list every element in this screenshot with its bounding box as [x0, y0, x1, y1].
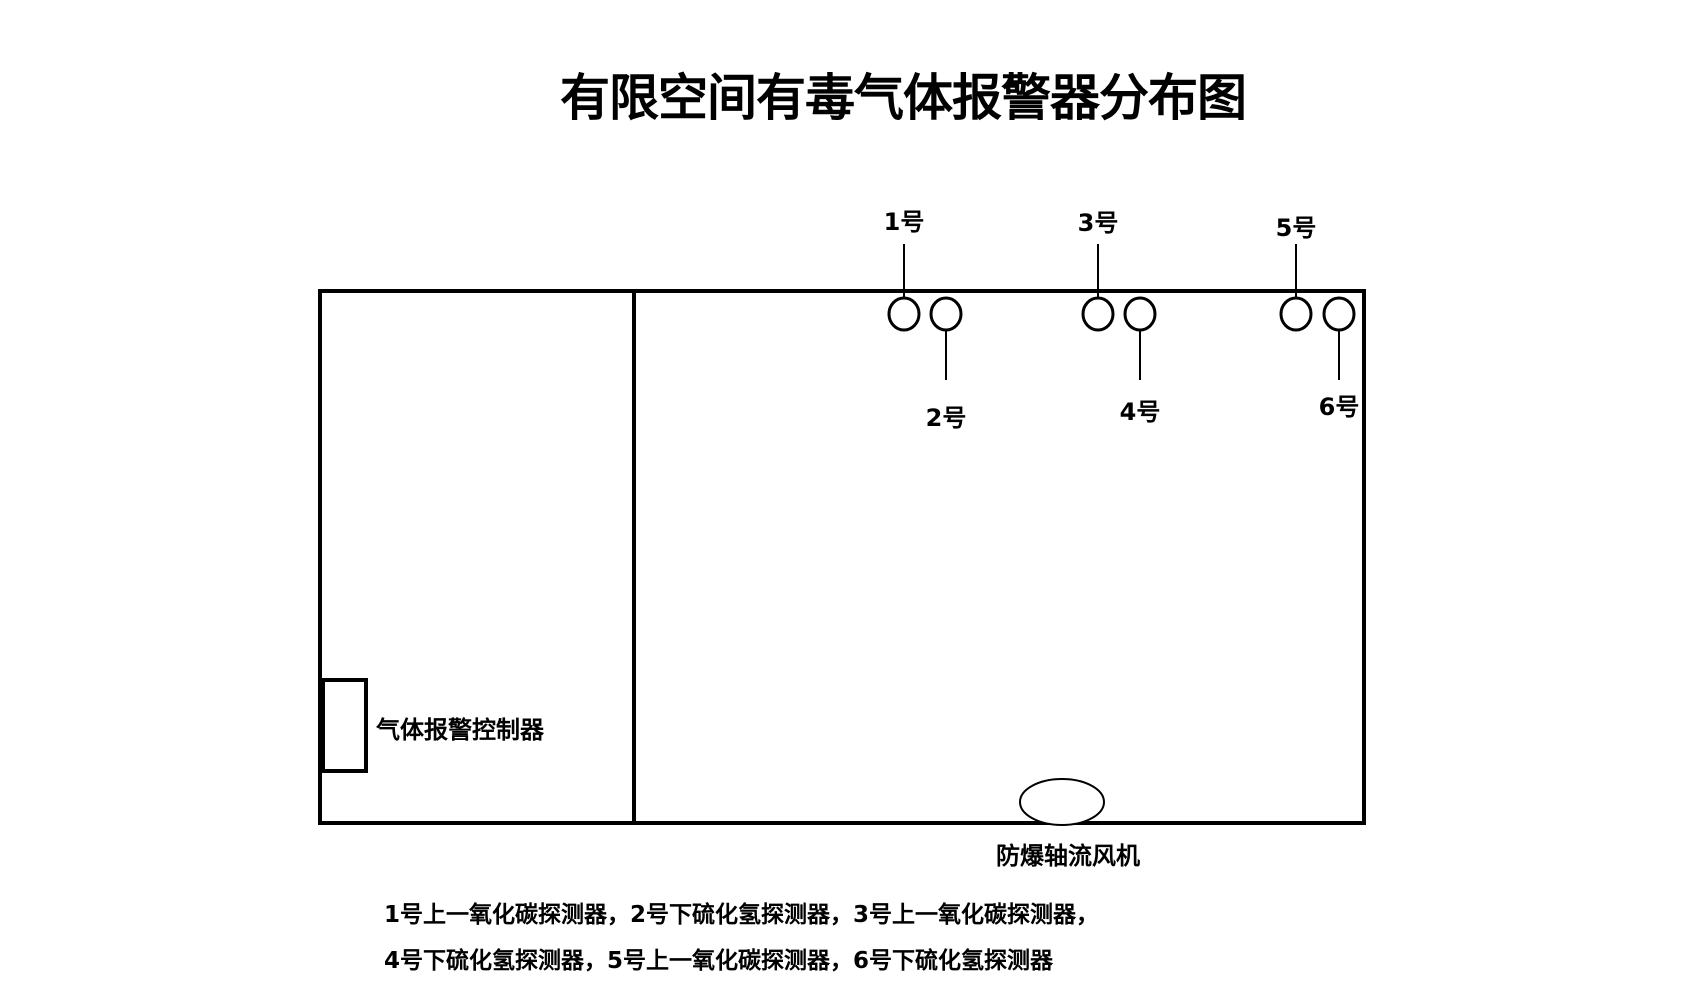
- detector-4-symbol: [1123, 296, 1157, 332]
- detector-label-5: 5号: [1275, 214, 1317, 242]
- detector-label-2: 2号: [925, 404, 967, 432]
- controller-box: [321, 678, 368, 773]
- detector-3-symbol: [1081, 296, 1115, 332]
- detector-1-symbol: [887, 296, 921, 332]
- detector-5-symbol: [1279, 296, 1313, 332]
- legend-line-2: 4号下硫化氢探测器，5号上一氧化碳探测器，6号下硫化氢探测器: [384, 948, 1054, 974]
- fan-label: 防爆轴流风机: [996, 842, 1140, 870]
- legend-line-1: 1号上一氧化碳探测器，2号下硫化氢探测器，3号上一氧化碳探测器，: [384, 902, 1100, 928]
- detector-label-3: 3号: [1077, 209, 1119, 237]
- detector-label-1: 1号: [883, 208, 925, 236]
- detector-label-6: 6号: [1318, 393, 1360, 421]
- diagram-title: 有限空间有毒气体报警器分布图: [560, 69, 1247, 127]
- enclosure-outline: [318, 289, 1366, 825]
- fan-symbol: [1019, 778, 1105, 826]
- controller-label: 气体报警控制器: [376, 716, 544, 744]
- detector-label-4: 4号: [1119, 398, 1161, 426]
- detector-2-symbol: [929, 296, 963, 332]
- detector-6-symbol: [1322, 296, 1356, 332]
